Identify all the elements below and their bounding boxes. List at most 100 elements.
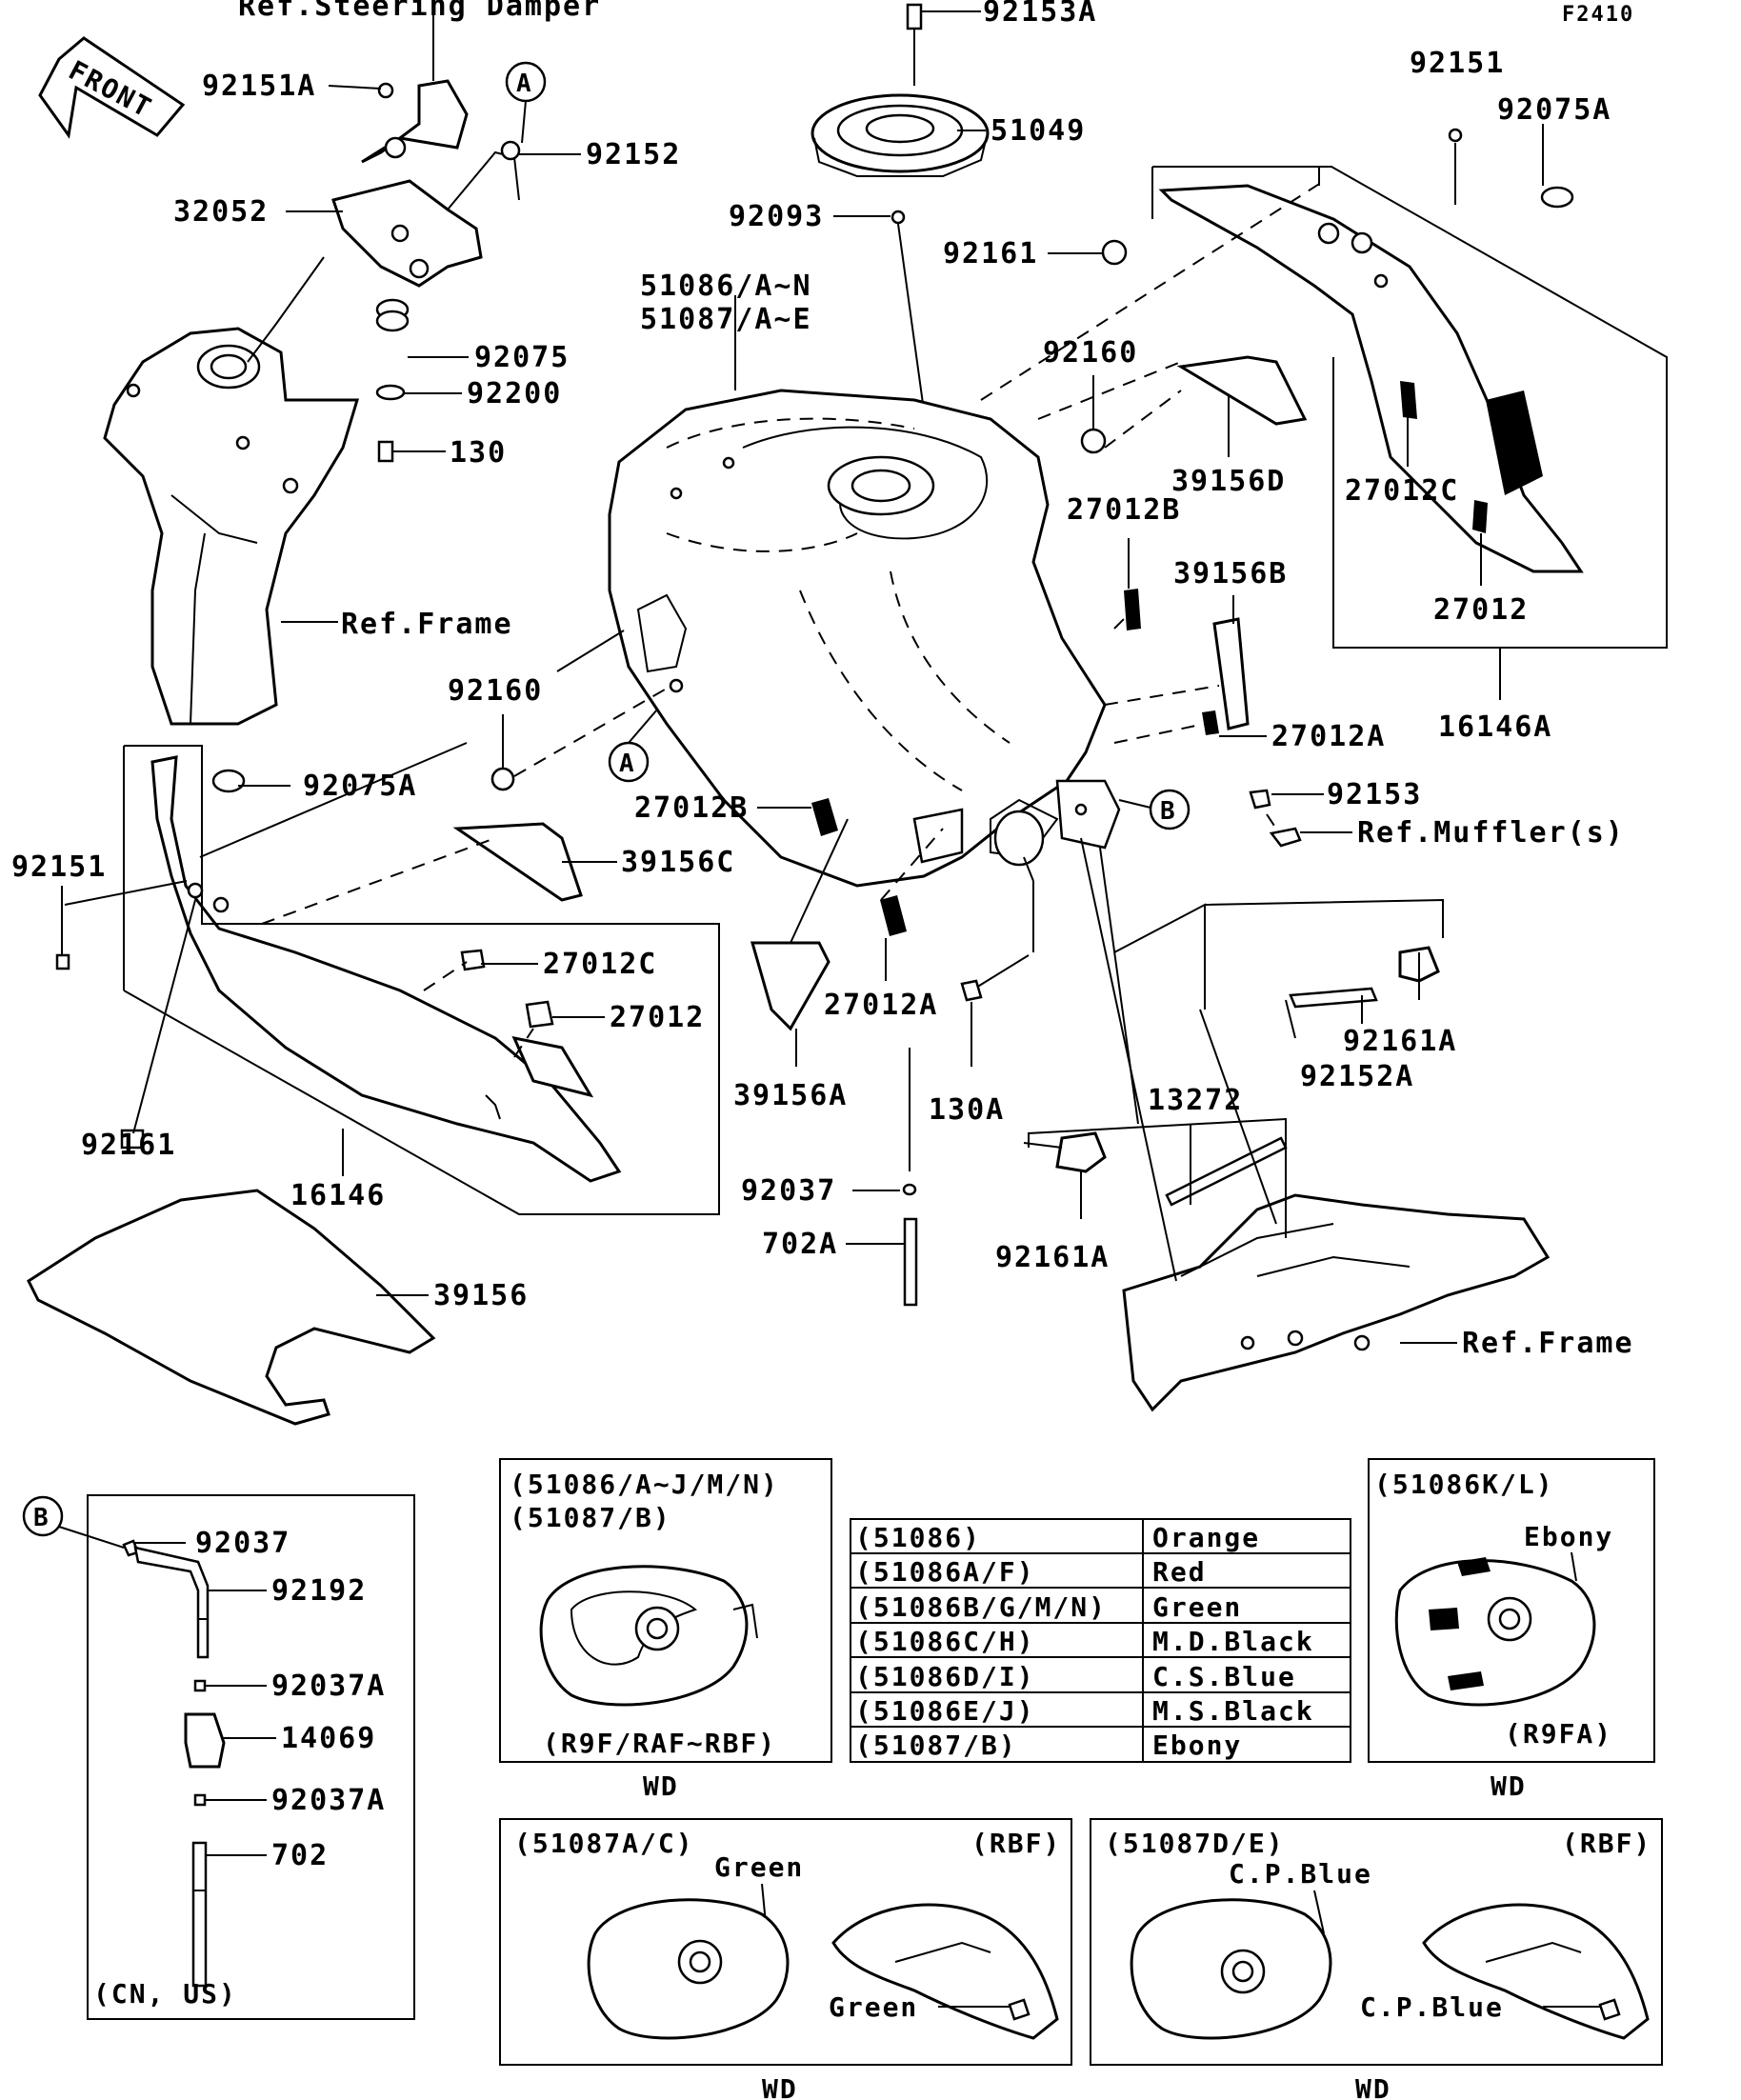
steering-damper-bracket-group	[103, 79, 521, 726]
inset-de-color-top: C.P.Blue	[1229, 1858, 1372, 1890]
inset-kl-color: Ebony	[1524, 1521, 1613, 1552]
hose-item-92192: 92192	[271, 1574, 367, 1608]
color-row-code: (51086A/F)	[855, 1556, 1035, 1588]
inset-ajmn-code2: (51087/B)	[510, 1502, 671, 1533]
inset-kl: (51086K/L) Ebony (R9FA) WD	[1368, 1458, 1655, 1802]
callout-92151A: 92151A	[202, 70, 316, 103]
callout-32052: 32052	[173, 195, 269, 229]
callout-ref-frame-right: Ref.Frame	[1462, 1327, 1634, 1360]
inset-de-code: (51087D/E)	[1105, 1828, 1285, 1859]
callout-130: 130	[450, 436, 507, 470]
fuel-tank	[608, 389, 1121, 888]
inset-de-model: (RBF)	[1562, 1828, 1651, 1859]
inset-de-wd: WD	[1355, 2073, 1391, 2100]
color-row-color: Green	[1152, 1591, 1242, 1623]
callout-92161A-right: 92161A	[1343, 1025, 1457, 1058]
inset-kl-wd: WD	[1491, 1770, 1527, 1802]
callout-27012B-top: 27012B	[1067, 493, 1181, 527]
color-row-code: (51086B/G/M/N)	[855, 1591, 1107, 1623]
color-row-code: (51086E/J)	[855, 1695, 1035, 1727]
callout-92093: 92093	[729, 200, 824, 233]
color-row-code: (51087/B)	[855, 1730, 1017, 1761]
figure-code: F2410	[1562, 3, 1634, 27]
callout-92075A-left: 92075A	[303, 770, 417, 803]
hose-item-702: 702	[271, 1839, 329, 1872]
callout-51086: 51086/A~N	[640, 270, 812, 303]
inset-kl-model: (R9FA)	[1505, 1718, 1612, 1750]
color-row-color: Ebony	[1152, 1730, 1242, 1761]
inset-ac-code: (51087A/C)	[514, 1828, 694, 1859]
color-row-color: Orange	[1152, 1522, 1260, 1553]
callout-92152: 92152	[586, 138, 681, 171]
callout-27012A-bottom: 27012A	[824, 989, 938, 1022]
color-table: (51086) Orange (51086A/F) Red (51086B/G/…	[850, 1518, 1351, 1763]
inset-ajmn-wd: WD	[643, 1770, 679, 1802]
filler-cap-group	[810, 3, 990, 225]
callout-92200: 92200	[467, 377, 562, 410]
callout-27012-right: 27012	[1433, 593, 1529, 627]
callout-ref-steering-damper: Ref.Steering Damper	[238, 0, 601, 23]
callout-92151-left: 92151	[11, 850, 107, 884]
hose-region: (CN, US)	[93, 1978, 237, 2010]
callout-13272: 13272	[1148, 1084, 1243, 1117]
side-cover-right-group	[1080, 128, 1584, 573]
inset-de: (51087D/E) (RBF) C.P.Blue C.P.Blue WD	[1090, 1818, 1663, 2100]
callout-92153: 92153	[1327, 778, 1422, 811]
inset-de-color-side: C.P.Blue	[1360, 1991, 1504, 2023]
side-cover-left-group	[55, 755, 622, 1183]
callout-51087: 51087/A~E	[640, 303, 812, 336]
callout-27012A-right: 27012A	[1271, 720, 1386, 753]
callout-92161-left: 92161	[81, 1129, 176, 1162]
hose-item-14069: 14069	[281, 1722, 376, 1755]
marker-b-box: B	[33, 1504, 50, 1532]
callout-39156: 39156	[433, 1279, 529, 1312]
callout-92153A: 92153A	[983, 0, 1097, 29]
callout-92075: 92075	[474, 341, 570, 374]
rear-frame-group	[1055, 946, 1551, 1412]
callout-92075A-top: 92075A	[1497, 93, 1611, 127]
inset-ajmn-model: (R9F/RAF~RBF)	[543, 1728, 776, 1759]
callout-27012-left: 27012	[610, 1001, 705, 1034]
marker-b-mid: B	[1160, 797, 1177, 826]
inset-ac-model: (RBF)	[971, 1828, 1061, 1859]
inset-ajmn-code1: (51086/A~J/M/N)	[510, 1469, 779, 1500]
color-row-code: (51086)	[855, 1522, 981, 1553]
inset-ajmn: (51086/A~J/M/N) (51087/B) (R9F/RAF~RBF) …	[499, 1458, 832, 1802]
hose-item-92037: 92037	[195, 1527, 290, 1560]
callout-51049: 51049	[991, 114, 1086, 148]
callout-92037: 92037	[741, 1174, 836, 1208]
callout-39156D: 39156D	[1171, 465, 1286, 498]
callout-92160-left: 92160	[448, 674, 543, 708]
callout-92161A-bottom: 92161A	[995, 1241, 1110, 1274]
callout-92152A: 92152A	[1300, 1060, 1414, 1093]
callout-27012C-right: 27012C	[1345, 474, 1459, 508]
callout-130A: 130A	[929, 1093, 1005, 1127]
callout-39156C: 39156C	[621, 846, 735, 879]
callout-702A: 702A	[762, 1228, 838, 1261]
callout-16146: 16146	[290, 1179, 386, 1212]
inset-ac-color-top: Green	[714, 1851, 804, 1883]
color-row-color: M.S.Black	[1152, 1695, 1314, 1727]
callout-ref-mufflers: Ref.Muffler(s)	[1357, 816, 1625, 850]
color-row-code: (51086C/H)	[855, 1626, 1035, 1657]
hose-box: B 92037 92192 92037A 14069 92037A 702 (C…	[22, 1494, 415, 2020]
callout-27012C-left: 27012C	[543, 948, 657, 981]
callout-92160-mid: 92160	[1043, 336, 1138, 370]
color-row-color: Red	[1152, 1556, 1207, 1588]
color-row-code: (51086D/I)	[855, 1661, 1035, 1692]
color-row-color: C.S.Blue	[1152, 1661, 1296, 1692]
callout-92161-top: 92161	[943, 237, 1038, 270]
callout-27012B-left: 27012B	[634, 791, 749, 825]
front-arrow: FRONT	[38, 36, 186, 139]
hose-item-92037A-2: 92037A	[271, 1784, 386, 1817]
callout-16146A: 16146A	[1438, 710, 1552, 744]
callout-39156B: 39156B	[1173, 557, 1288, 590]
inset-ac-color-side: Green	[829, 1991, 918, 2023]
color-row-color: M.D.Black	[1152, 1626, 1314, 1657]
hose-item-92037A-1: 92037A	[271, 1670, 386, 1703]
marker-a-mid: A	[619, 750, 636, 778]
inset-ac: (51087A/C) (RBF) Green Green WD	[499, 1818, 1072, 2100]
callout-ref-frame-left: Ref.Frame	[341, 608, 513, 641]
callout-39156A: 39156A	[733, 1079, 848, 1112]
